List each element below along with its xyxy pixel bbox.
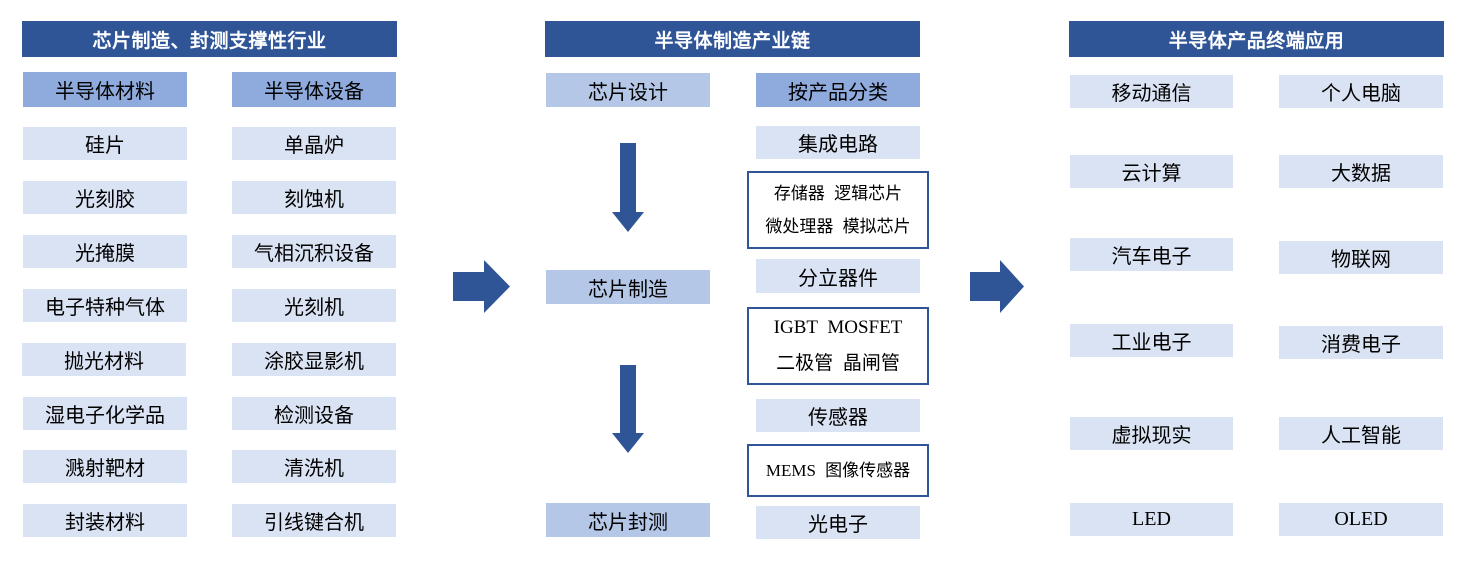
subtype-line: 微处理器 模拟芯片 xyxy=(765,217,911,236)
category-item: 集成电路 xyxy=(756,126,920,159)
down-arrow-shape xyxy=(612,143,644,232)
material-item: 抛光材料 xyxy=(22,343,186,376)
equipment-item: 气相沉积设备 xyxy=(232,235,396,268)
application-item: 个人电脑 xyxy=(1279,75,1443,108)
application-item: 消费电子 xyxy=(1279,326,1443,359)
material-item: 光刻胶 xyxy=(23,181,187,214)
equipment-item: 清洗机 xyxy=(232,450,396,483)
equipment-item: 刻蚀机 xyxy=(232,181,396,214)
materials-header: 半导体材料 xyxy=(23,72,187,107)
subtype-group: MEMS 图像传感器 xyxy=(747,444,929,497)
applications-section-header: 半导体产品终端应用 xyxy=(1069,21,1444,57)
category-header: 按产品分类 xyxy=(756,73,920,107)
subtype-line: IGBT MOSFET xyxy=(773,317,903,338)
right-arrow-icon xyxy=(453,260,510,313)
equipment-item: 单晶炉 xyxy=(232,127,396,160)
material-item: 湿电子化学品 xyxy=(23,397,187,430)
application-item: 工业电子 xyxy=(1070,324,1233,357)
equipment-header: 半导体设备 xyxy=(232,72,396,107)
stage-chip-manufacturing: 芯片制造 xyxy=(546,270,710,304)
equipment-item: 引线键合机 xyxy=(232,504,396,537)
material-item: 电子特种气体 xyxy=(23,289,187,322)
material-item: 封装材料 xyxy=(23,504,187,537)
stage-chip-design: 芯片设计 xyxy=(546,73,710,107)
right-arrow-icon xyxy=(970,260,1024,313)
down-arrow-icon xyxy=(612,365,644,453)
material-item: 光掩膜 xyxy=(23,235,187,268)
down-arrow-shape xyxy=(612,365,644,453)
material-item: 溅射靶材 xyxy=(23,450,187,483)
equipment-item: 光刻机 xyxy=(232,289,396,322)
subtype-line: 二极管 晶闸管 xyxy=(776,353,900,374)
right-arrow-shape xyxy=(453,260,510,313)
support-section-header: 芯片制造、封测支撑性行业 xyxy=(22,21,397,57)
application-item: 云计算 xyxy=(1070,155,1233,188)
down-arrow-icon xyxy=(612,143,644,232)
subtype-line: 存储器 逻辑芯片 xyxy=(773,184,903,203)
application-item: OLED xyxy=(1279,503,1443,536)
subtype-group: IGBT MOSFET 二极管 晶闸管 xyxy=(747,307,929,385)
manufacturing-section-header: 半导体制造产业链 xyxy=(545,21,920,57)
application-item: 移动通信 xyxy=(1070,75,1233,108)
category-item: 传感器 xyxy=(756,399,920,432)
application-item: 汽车电子 xyxy=(1070,238,1233,271)
right-arrow-shape xyxy=(970,260,1024,313)
subtype-group: 存储器 逻辑芯片 微处理器 模拟芯片 xyxy=(747,171,929,249)
stage-chip-packaging-testing: 芯片封测 xyxy=(546,503,710,537)
application-item: LED xyxy=(1070,503,1233,536)
category-item: 分立器件 xyxy=(756,259,920,293)
application-item: 人工智能 xyxy=(1279,417,1443,450)
application-item: 物联网 xyxy=(1279,241,1443,274)
equipment-item: 涂胶显影机 xyxy=(232,343,396,376)
equipment-item: 检测设备 xyxy=(232,397,396,430)
subtype-line: MEMS 图像传感器 xyxy=(765,461,911,480)
application-item: 大数据 xyxy=(1279,155,1443,188)
category-item: 光电子 xyxy=(756,506,920,539)
application-item: 虚拟现实 xyxy=(1070,417,1233,450)
material-item: 硅片 xyxy=(23,127,187,160)
